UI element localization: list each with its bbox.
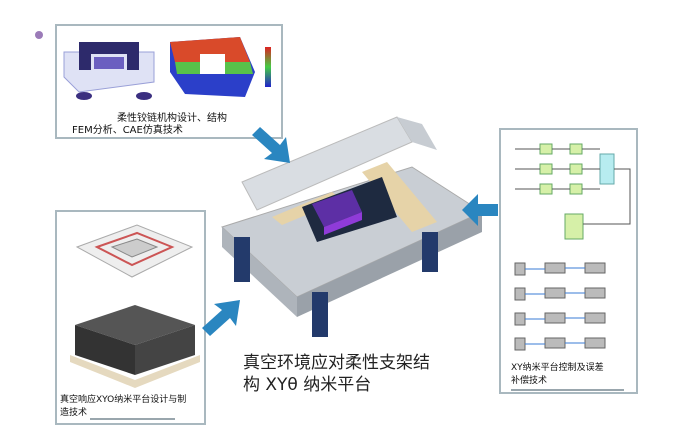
fabrication-panel: 真空响应XYO纳米平台设计与制 造技术 — [55, 210, 206, 425]
platform-title-line2: 构 XYθ 纳米平台 — [243, 375, 372, 395]
arrow-left-icon — [462, 194, 498, 226]
control-caption-line2: 补偿技术 — [511, 376, 548, 386]
bullet-point — [35, 31, 43, 39]
nano-platform-model — [221, 116, 484, 337]
fabrication-caption-line1: 真空响应XYO纳米平台设计与制 — [60, 395, 187, 405]
control-panel: XY纳米平台控制及误差 补偿技术 — [499, 128, 638, 394]
arrow-up-right-icon — [202, 300, 240, 336]
nano-stage-photo — [70, 305, 200, 388]
fem-caption-line1: 柔性铰链机构设计、结构 — [117, 113, 227, 124]
frame-structure-image — [75, 224, 194, 278]
signal-flow-diagram — [514, 262, 606, 351]
fem-mesh-image — [63, 42, 155, 100]
fabrication-caption-line2: 造技术 — [60, 408, 88, 418]
platform-title: 真空环境应对柔性支架结 构 XYθ 纳米平台 — [243, 352, 430, 396]
stress-contour-image — [170, 37, 271, 97]
fem-caption-line2: FEM分析、CAE仿真技术 — [72, 125, 183, 136]
platform-title-line1: 真空环境应对柔性支架结 — [243, 353, 430, 373]
control-block-diagram — [515, 143, 631, 240]
caption-underline — [90, 418, 175, 420]
fem-analysis-panel: 柔性铰链机构设计、结构 FEM分析、CAE仿真技术 — [55, 24, 283, 139]
arrow-down-right-icon — [252, 127, 290, 163]
caption-underline — [511, 389, 624, 391]
control-caption-line1: XY纳米平台控制及误差 — [511, 363, 604, 373]
